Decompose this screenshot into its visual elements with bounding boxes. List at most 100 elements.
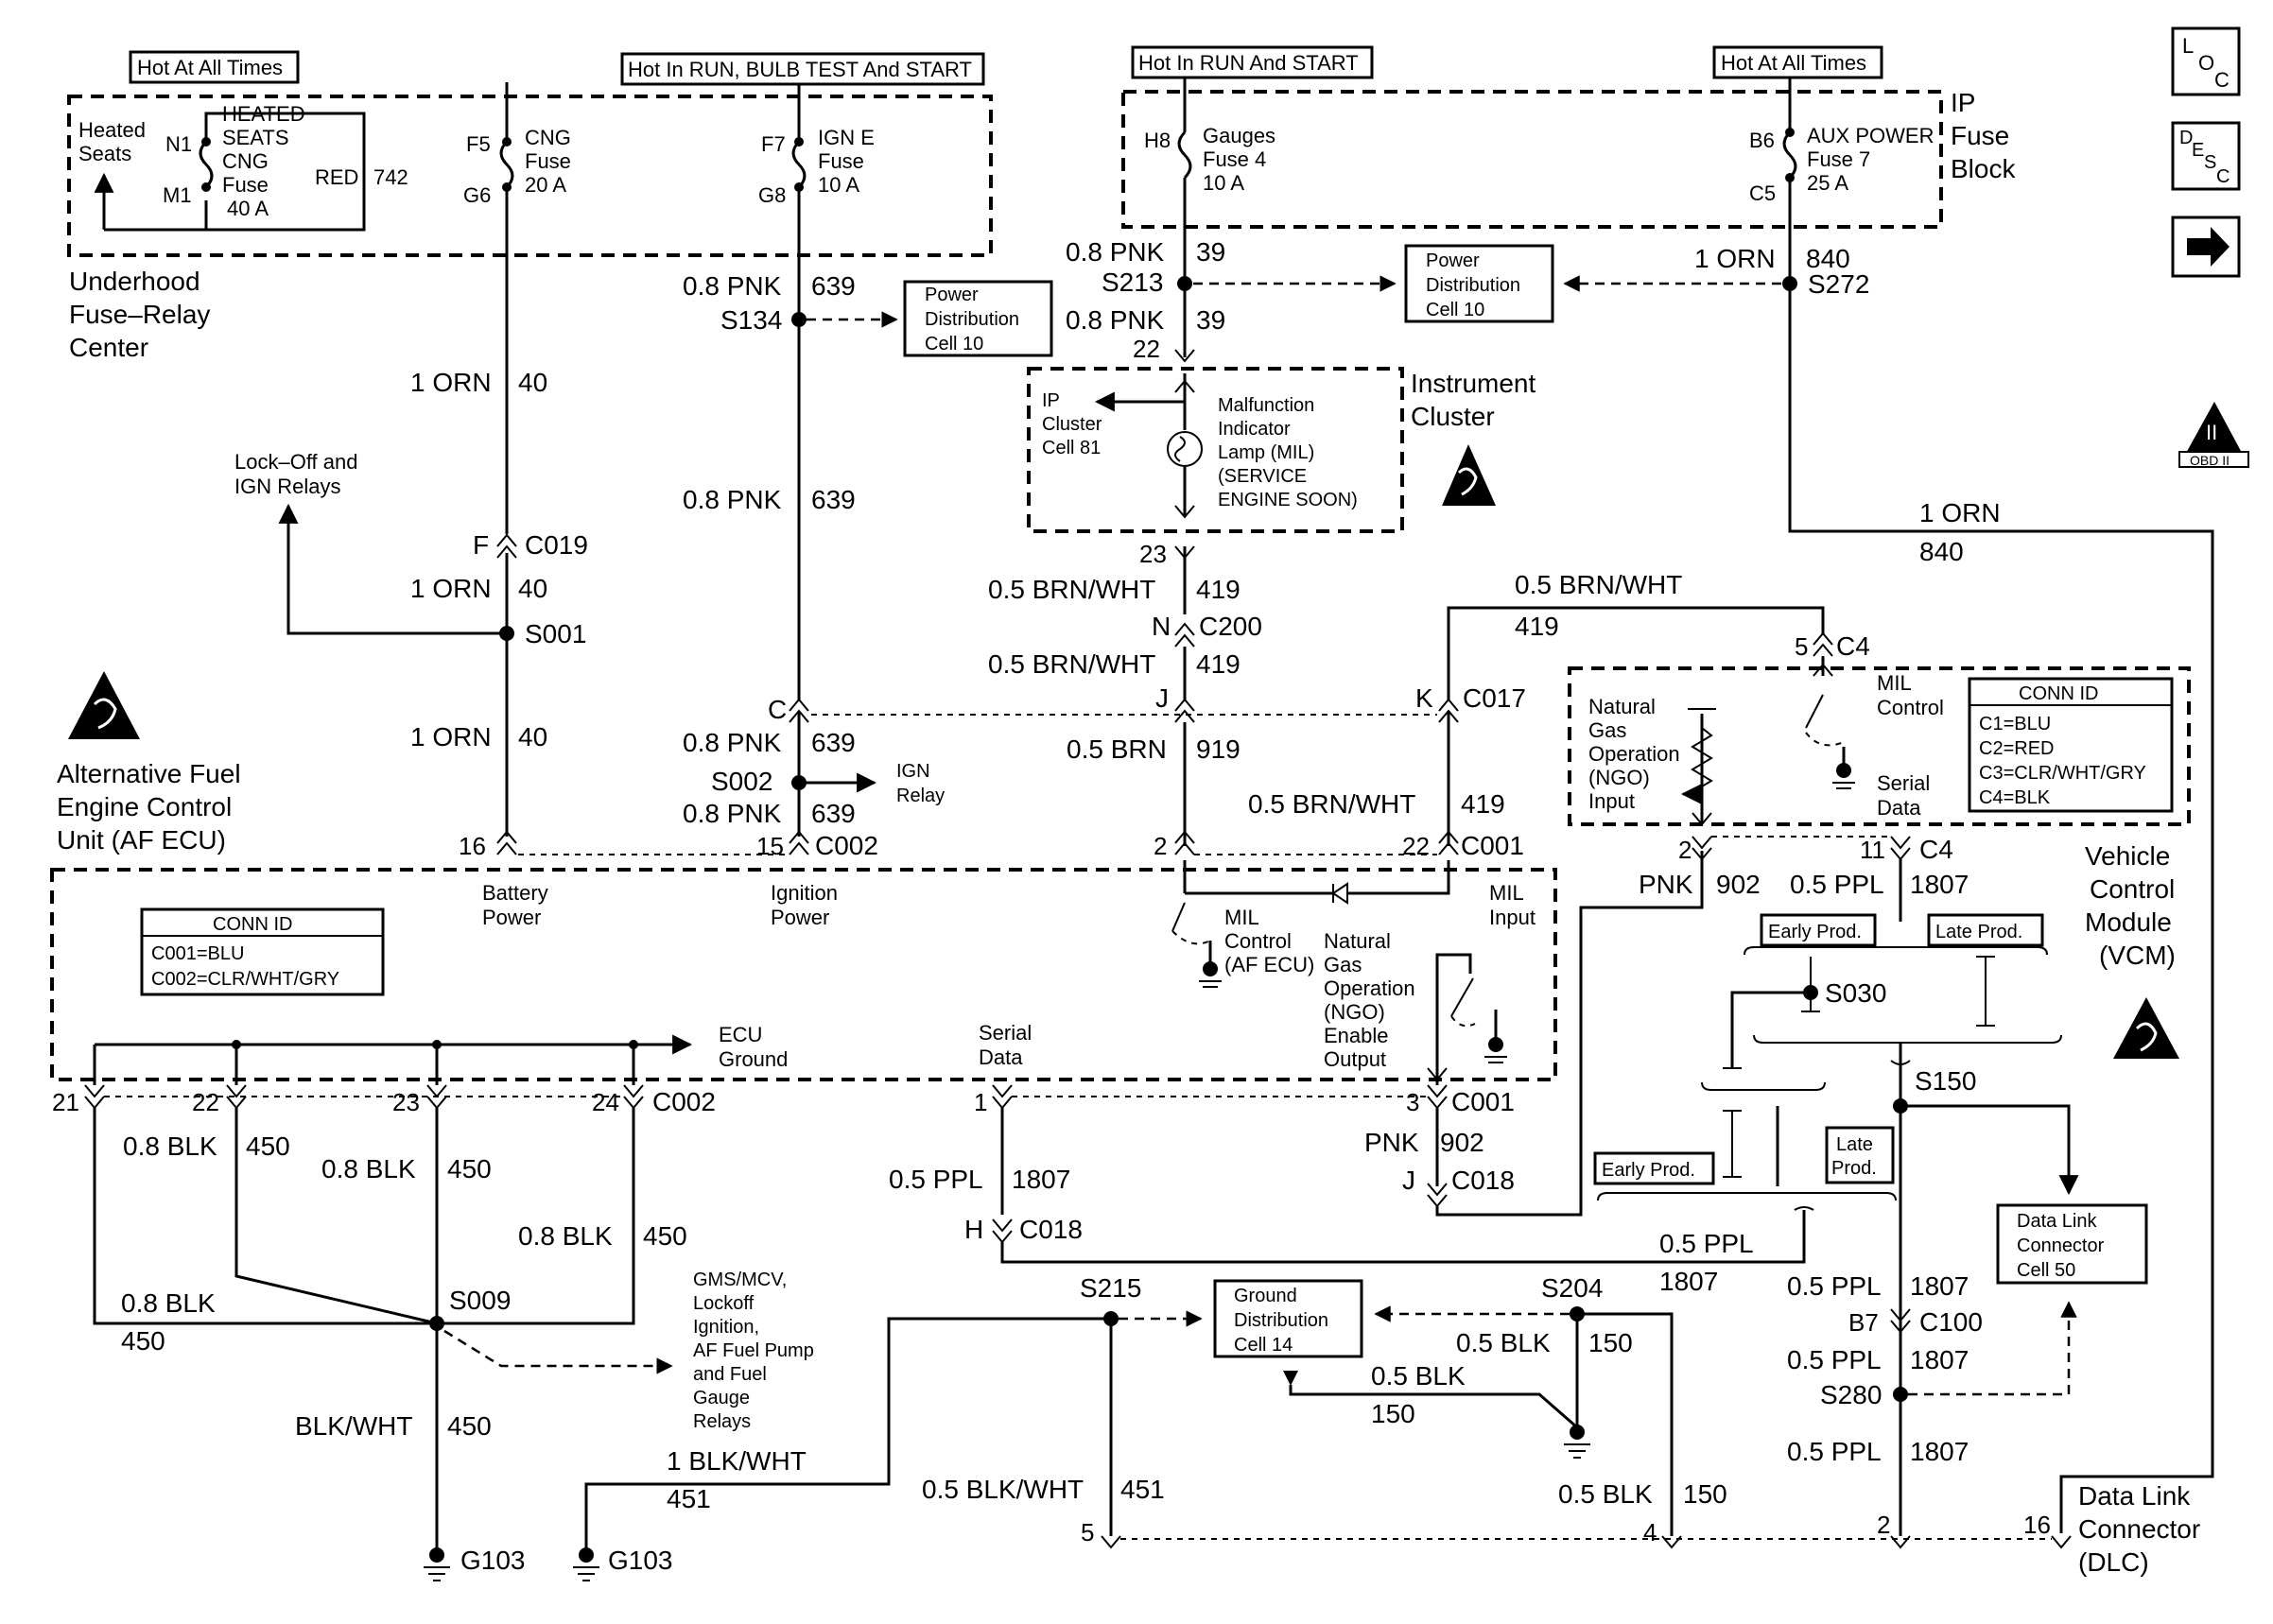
diagram-label: C100: [1919, 1307, 1983, 1337]
diagram-label: Center: [69, 333, 148, 362]
esd-warning-icon-vcm: [2113, 997, 2179, 1059]
mil-lamp-icon: [1167, 431, 1203, 467]
diagram-label: C4: [1836, 631, 1870, 661]
diagram-label: C018: [1451, 1166, 1515, 1195]
fuse-aux-power-symbol: [1782, 130, 1797, 180]
diagram-label: Operation: [1324, 976, 1415, 1000]
vcm-box: [1568, 666, 2191, 826]
diagram-label: CONN ID: [213, 914, 292, 935]
diagram-label: Data Link: [2017, 1211, 2097, 1232]
diagram-label: 2: [1678, 836, 1692, 864]
diagram-label: Ignition,: [693, 1317, 759, 1338]
diagram-label: 419: [1515, 612, 1559, 641]
diagram-label: 1807: [1012, 1165, 1070, 1194]
heated-seats-label: Heated: [78, 118, 146, 142]
diagram-label: 1 ORN: [410, 368, 492, 397]
diagram-label: 4: [1643, 1518, 1657, 1546]
diagram-label: 1: [974, 1088, 987, 1116]
diagram-label: Power: [482, 906, 541, 929]
diagram-label: C018: [1019, 1215, 1083, 1244]
diagram-label: 1807: [1910, 1437, 1969, 1466]
diagram-label: Output: [1324, 1047, 1386, 1071]
diagram-label: O: [2198, 51, 2214, 75]
diagram-label: Gauges: [1203, 124, 1275, 147]
diagram-label: C4: [1919, 835, 1953, 864]
diagram-label: IP: [1042, 390, 1060, 411]
diagram-label: Data: [1877, 796, 1921, 820]
diagram-label: 40: [518, 574, 547, 603]
diagram-label: 20 A: [525, 173, 566, 197]
splice-s272: [1782, 276, 1797, 291]
vcm-title: Vehicle Control Module (VCM): [2085, 841, 2176, 970]
diagram-label: S134: [720, 305, 782, 335]
early-prod-label-bottom: Early Prod.: [1593, 1151, 1715, 1185]
diagram-label: F: [473, 530, 489, 560]
diagram-label: Lockoff: [693, 1293, 755, 1314]
diagram-label: Cluster: [1411, 402, 1495, 431]
late-prod-label-top: Late Prod.: [1927, 913, 2044, 947]
next-arrow-icon-button[interactable]: [2171, 216, 2241, 278]
power-label-hot-in-run-bulb-start: Hot In RUN, BULB TEST And START: [620, 52, 985, 86]
diagram-label: C5: [1749, 181, 1776, 205]
diagram-label: C002=CLR/WHT/GRY: [151, 969, 339, 990]
diagram-label: 450: [121, 1326, 165, 1356]
af-ecu-conn-id-table: CONN ID C001=BLU C002=CLR/WHT/GRY: [140, 907, 385, 996]
diagram-label: Input: [1489, 906, 1536, 929]
ground-distribution-cell-14[interactable]: Ground Distribution Cell 14: [1213, 1279, 1363, 1358]
diagram-label: 22: [1402, 832, 1430, 860]
diagram-label: Block: [1951, 154, 2016, 183]
diagram-label: PNK: [1639, 870, 1693, 899]
power-distribution-cell-10-right[interactable]: Power Distribution Cell 10: [1404, 244, 1554, 323]
diagram-label: S150: [1915, 1066, 1976, 1096]
diagram-label: Fuse: [525, 149, 571, 173]
diagram-label: Unit (AF ECU): [57, 825, 226, 855]
description-icon-button[interactable]: D E S C: [2171, 121, 2241, 191]
diagram-label: 451: [1120, 1475, 1165, 1504]
diagram-label: Distribution: [925, 309, 1019, 330]
diagram-label: Cell 10: [925, 334, 983, 354]
diagram-label: Data Link: [2078, 1481, 2191, 1511]
diagram-label: 639: [811, 728, 856, 757]
diagram-label: B7: [1848, 1308, 1879, 1337]
fuse-cng-symbol: [499, 140, 514, 189]
diagram-label: K: [1415, 683, 1433, 713]
diagram-label: MIL: [1489, 881, 1524, 905]
diagram-label: C019: [525, 530, 588, 560]
diagram-label: 902: [1716, 870, 1761, 899]
diagram-label: 0.5 BRN: [1067, 734, 1167, 764]
diagram-label: 0.5 BRN/WHT: [988, 575, 1155, 604]
diagram-label: C002: [815, 831, 878, 860]
diagram-label: G6: [463, 183, 491, 207]
diagram-label: 0.5 PPL: [1659, 1229, 1754, 1258]
power-distribution-cell-10-left[interactable]: Power Distribution Cell 10: [903, 280, 1053, 357]
diagram-label: 450: [246, 1132, 290, 1161]
diagram-label: Connector: [2078, 1514, 2200, 1544]
late-prod-label-bottom: Late Prod.: [1825, 1126, 1895, 1184]
data-link-connector-cell-50[interactable]: Data Link Connector Cell 50: [1996, 1203, 2148, 1285]
diagram-label: Cell 81: [1042, 438, 1101, 458]
diagram-label: AF Fuel Pump: [693, 1340, 814, 1361]
diagram-label: CNG: [222, 149, 269, 173]
diagram-label: 1807: [1910, 1271, 1969, 1301]
diagram-label: C017: [1463, 683, 1526, 713]
diagram-label: Fuse: [818, 149, 864, 173]
diagram-label: 840: [1806, 244, 1850, 273]
location-icon-button[interactable]: L O C: [2171, 26, 2241, 96]
diagram-label: Fuse: [1951, 121, 2009, 150]
diagram-label: Module: [2085, 907, 2172, 937]
diagram-label: Early Prod.: [1768, 922, 1862, 942]
diagram-label: 1807: [1910, 870, 1969, 899]
diagram-label: Distribution: [1234, 1310, 1328, 1331]
diagram-label: Fuse 7: [1807, 147, 1870, 171]
diagram-label: 902: [1440, 1128, 1484, 1157]
diagram-label: 40: [518, 368, 547, 397]
diagram-label: 0.5 BLK: [1558, 1479, 1653, 1509]
diagram-label: C2=RED: [1979, 738, 2054, 759]
diagram-label: 0.8 BLK: [121, 1288, 216, 1318]
diagram-label: Fuse: [222, 173, 269, 197]
diagram-label: MIL: [1877, 671, 1912, 695]
diagram-label: 23: [392, 1088, 420, 1116]
esd-warning-icon-ecu: [68, 671, 140, 739]
diagram-label: 450: [643, 1221, 687, 1251]
diagram-label: 23: [1139, 540, 1167, 568]
